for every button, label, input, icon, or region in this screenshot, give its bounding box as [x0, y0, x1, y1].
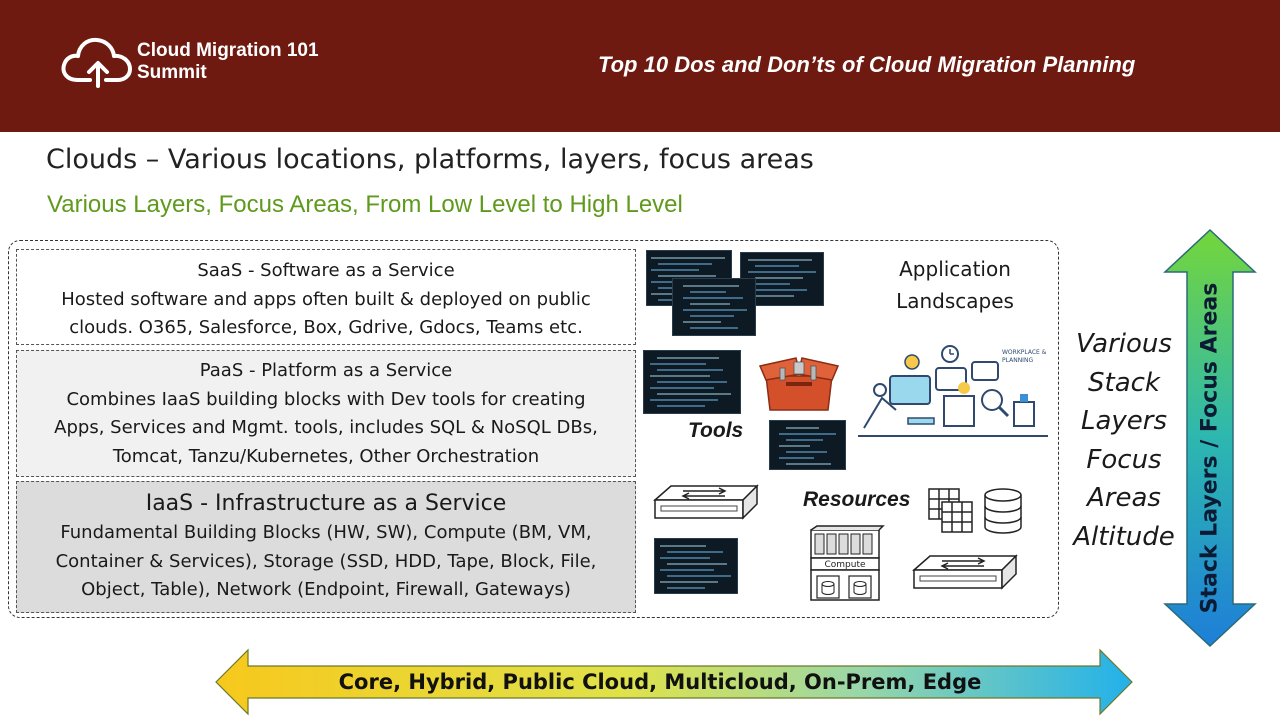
- application-landscapes-line-1: Application: [899, 257, 1011, 281]
- code-line: [779, 433, 836, 435]
- code-line: [658, 263, 712, 265]
- code-line: [748, 271, 816, 273]
- code-line: [660, 581, 718, 583]
- application-landscapes-label: Application Landscapes: [878, 253, 1032, 317]
- paas-title: PaaS - Platform as a Service: [199, 360, 453, 381]
- code-line: [748, 283, 790, 285]
- code-line: [660, 569, 714, 571]
- tools-label: Tools: [688, 419, 744, 442]
- iaas-line-3: Object, Table), Network (Endpoint, Firew…: [81, 579, 571, 600]
- workplace-label-1: WORKPLACE &: [1002, 349, 1047, 356]
- code-line: [660, 557, 710, 559]
- code-line: [779, 457, 814, 459]
- code-line: [667, 563, 727, 565]
- vertical-arrow-label: Stack Layers / Focus Areas: [1197, 282, 1223, 614]
- workplace-label-2: PLANNING: [1002, 357, 1033, 364]
- paas-line-3: Tomcat, Tanzu/Kubernetes, Other Orchestr…: [112, 445, 540, 467]
- code-line: [786, 463, 831, 465]
- toolbox-icon: [758, 357, 840, 411]
- code-line: [683, 321, 721, 323]
- side-stack-word: Stack: [1088, 367, 1160, 398]
- slide-title: Clouds – Various locations, platforms, l…: [46, 144, 814, 175]
- resources-label: Resources: [803, 488, 911, 511]
- application-landscapes-line-2: Landscapes: [896, 289, 1014, 313]
- code-line: [650, 375, 710, 377]
- database-icon: [984, 488, 1022, 534]
- code-line: [657, 369, 723, 371]
- side-stack-word: Layers: [1080, 406, 1168, 436]
- side-stack-words: Various Stack Layers Focus Areas Altitud…: [1066, 325, 1182, 556]
- side-stack-word: Areas: [1087, 483, 1161, 513]
- cloud-upload-icon: [61, 37, 132, 88]
- saas-title: SaaS - Software as a Service: [197, 260, 455, 281]
- code-line: [683, 309, 747, 311]
- code-line: [748, 259, 812, 261]
- code-line: [748, 295, 794, 297]
- code-line: [786, 427, 819, 429]
- code-line: [786, 451, 827, 453]
- code-screenshot-thumbnail: [672, 278, 756, 336]
- compute-label: Compute: [824, 560, 866, 570]
- code-line: [755, 289, 807, 291]
- code-line: [650, 387, 714, 389]
- code-line: [755, 265, 799, 267]
- code-line: [651, 269, 699, 271]
- code-screenshot-thumbnail: [769, 420, 846, 470]
- code-line: [683, 285, 739, 287]
- layers-frame: [8, 240, 1059, 618]
- saas-layer-box: SaaS - Software as a Service Hosted soft…: [16, 249, 636, 345]
- code-line: [650, 399, 718, 401]
- table-storage-icon: [928, 488, 973, 533]
- header-title: Top 10 Dos and Don’ts of Cloud Migration…: [598, 52, 1136, 77]
- code-line: [657, 381, 727, 383]
- side-stack-word: Focus: [1086, 444, 1162, 475]
- code-line: [667, 551, 723, 553]
- code-line: [658, 275, 716, 277]
- iaas-line-1: Fundamental Building Blocks (HW, SW), Co…: [60, 522, 592, 543]
- code-line: [690, 327, 738, 329]
- network-switch-icon: [653, 484, 759, 520]
- code-line: [690, 315, 734, 317]
- code-screenshot-thumbnail: [654, 538, 738, 594]
- side-stack-word: Various: [1076, 329, 1172, 359]
- side-stack-word: Altitude: [1073, 521, 1175, 552]
- brand-line-1: Cloud Migration 101: [137, 40, 319, 61]
- iaas-title: IaaS - Infrastructure as a Service: [145, 491, 507, 516]
- iaas-layer-box: IaaS - Infrastructure as a Service Funda…: [16, 481, 636, 613]
- code-line: [667, 587, 705, 589]
- code-line: [651, 257, 725, 259]
- saas-line-1: Hosted software and apps often built & d…: [61, 288, 591, 310]
- code-line: [755, 277, 803, 279]
- code-screenshot-thumbnail: [643, 350, 741, 414]
- code-line: [690, 303, 730, 305]
- vertical-double-arrow: [1163, 228, 1257, 648]
- network-switch-icon: [912, 554, 1018, 590]
- code-line: [657, 357, 719, 359]
- slide-subtitle: Various Layers, Focus Areas, From Low Le…: [47, 191, 683, 218]
- header-band: Cloud Migration 101 Summit Top 10 Dos an…: [0, 0, 1280, 132]
- compute-server-icon: Compute: [810, 525, 885, 601]
- code-line: [657, 405, 705, 407]
- code-line: [786, 439, 823, 441]
- brand-name: Cloud Migration 101 Summit: [137, 40, 319, 84]
- iaas-line-2: Container & Services), Storage (SSD, HDD…: [55, 550, 597, 572]
- code-line: [779, 445, 810, 447]
- code-line: [650, 363, 706, 365]
- code-line: [690, 291, 726, 293]
- code-line: [660, 545, 706, 547]
- workplace-planning-illustration: WORKPLACE & PLANNING: [852, 340, 1054, 442]
- paas-layer-box: PaaS - Platform as a Service Combines Ia…: [16, 350, 636, 477]
- horizontal-double-arrow: [215, 648, 1133, 716]
- paas-line-2: Apps, Services and Mgmt. tools, includes…: [54, 417, 598, 438]
- brand-line-2: Summit: [137, 62, 207, 83]
- code-line: [683, 297, 743, 299]
- horizontal-arrow-label: Core, Hybrid, Public Cloud, Multicloud, …: [338, 670, 982, 694]
- code-line: [667, 575, 731, 577]
- saas-line-2: clouds. O365, Salesforce, Box, Gdrive, G…: [69, 317, 583, 338]
- paas-line-1: Combines IaaS building blocks with Dev t…: [66, 388, 586, 410]
- code-line: [657, 393, 731, 395]
